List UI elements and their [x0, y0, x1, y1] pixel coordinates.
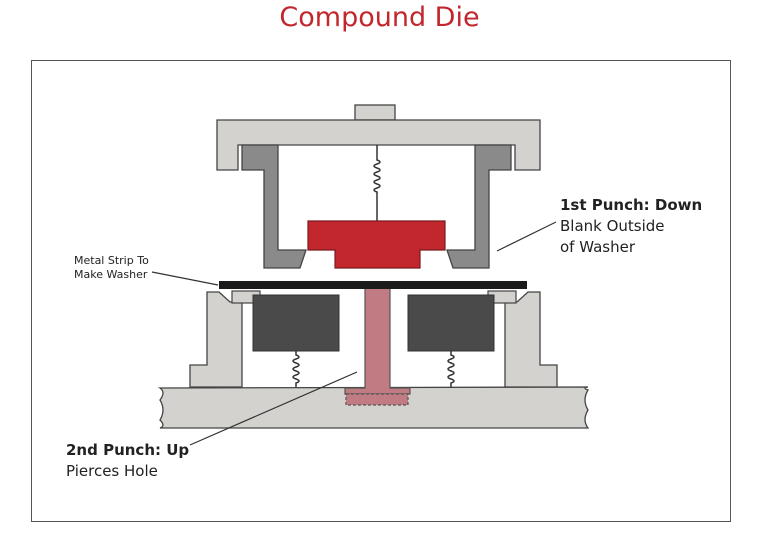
punch2-leader [189, 371, 358, 446]
punch2-title: 2nd Punch: Up [66, 441, 190, 459]
metal-strip-leader [151, 271, 219, 286]
diagram-frame [31, 60, 731, 522]
punch1-label: 1st Punch: Down Blank Outside of Washer [560, 196, 702, 258]
metal-strip [219, 281, 527, 289]
upper-frame [216, 119, 541, 171]
upper-left-die [241, 144, 307, 269]
piercing-punch [344, 287, 411, 395]
punch1-desc-line1: Blank Outside [560, 217, 665, 235]
punch1-leader [496, 221, 557, 252]
metal-strip-label-line2: Make Washer [74, 268, 148, 281]
page-title: Compound Die [279, 2, 480, 33]
punch1-title: 1st Punch: Down [560, 196, 703, 214]
base-plate [157, 386, 590, 429]
lower-left-spring [292, 351, 300, 387]
blanking-punch [307, 220, 446, 269]
upper-knob [354, 104, 396, 121]
lower-right-frame [504, 291, 558, 388]
lower-right-spring [447, 351, 455, 387]
punch1-desc-line2: of Washer [560, 238, 636, 256]
piercing-punch-base [345, 393, 409, 406]
lower-left-block [252, 294, 340, 352]
lower-left-frame [189, 291, 243, 388]
upper-spring [373, 145, 381, 221]
metal-strip-label: Metal Strip To Make Washer [74, 254, 149, 282]
punch2-desc: Pierces Hole [66, 462, 158, 480]
metal-strip-label-line1: Metal Strip To [74, 254, 149, 267]
lower-right-block [407, 294, 495, 352]
punch2-label: 2nd Punch: Up Pierces Hole [66, 441, 189, 482]
upper-right-die [446, 144, 512, 269]
